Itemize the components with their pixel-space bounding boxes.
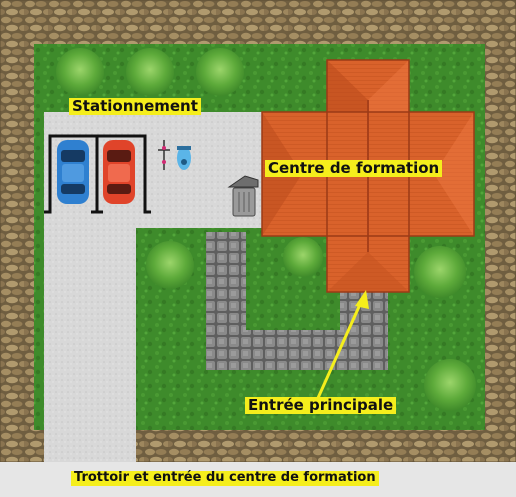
bicycle-icon [158,140,170,170]
scooter-icon [177,146,191,170]
tree-icon [414,246,466,298]
tree-icon [56,48,104,96]
trash-can-icon [227,175,259,217]
car-red-icon [103,140,135,204]
tree-icon [283,237,323,277]
parking-bays [44,134,151,214]
sidewalk-label: Trottoir et entrée du centre de formatio… [71,470,379,486]
tree-icon [126,48,174,96]
car-blue-icon [57,140,89,204]
cobblestone-path [206,232,388,370]
tree-icon [424,359,476,411]
building-label: Centre de formation [265,159,443,178]
entrance-arrow [316,290,369,399]
tree-icon [196,48,244,96]
tree-icon [146,241,194,289]
main-entrance-label: Entrée principale [245,396,397,415]
parking-label: Stationnement [69,97,201,116]
